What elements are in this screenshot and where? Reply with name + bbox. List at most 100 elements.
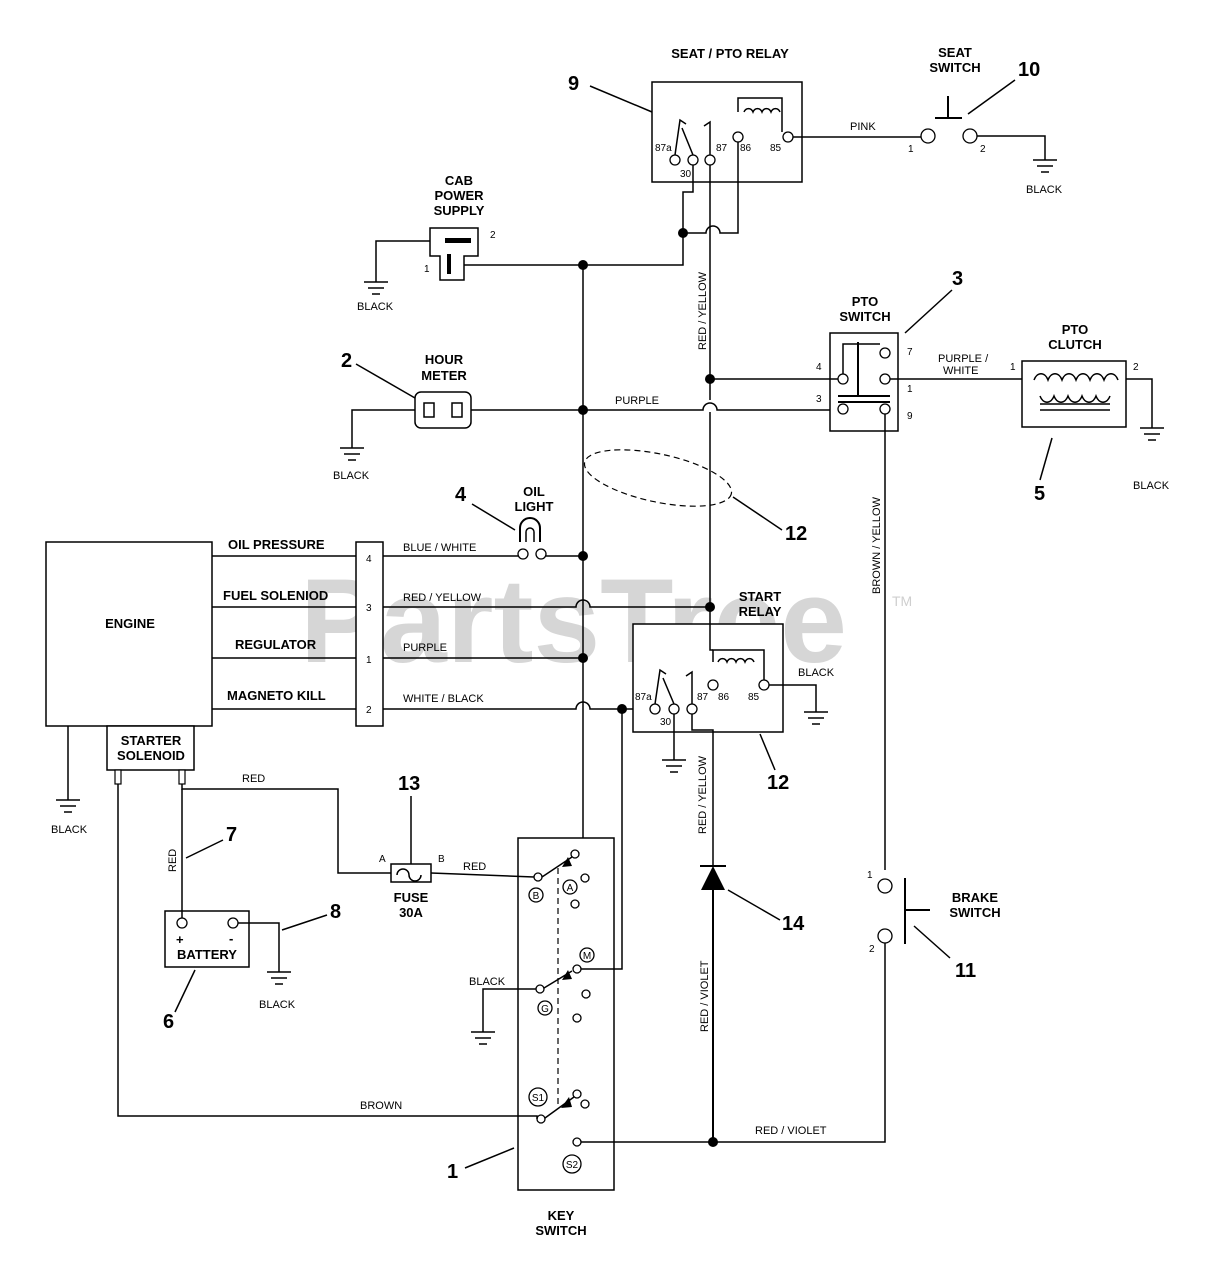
svg-text:RED: RED: [167, 849, 179, 872]
callout-9: 9: [568, 73, 579, 95]
hour-meter: HOUR METER BLACK: [333, 352, 472, 482]
engine-label: ENGINE: [105, 616, 155, 631]
svg-text:30: 30: [660, 717, 672, 728]
cab-power-supply: CAB POWER SUPPLY 2 1 BLACK: [357, 173, 684, 313]
svg-text:OIL: OIL: [523, 484, 545, 499]
svg-text:2: 2: [980, 144, 986, 155]
diode: [700, 865, 726, 890]
svg-text:BLACK: BLACK: [259, 999, 296, 1011]
svg-text:2: 2: [869, 944, 875, 955]
svg-text:PTO: PTO: [1062, 322, 1089, 337]
engine-out-regulator: REGULATOR: [235, 637, 317, 652]
pin-87a: 87a: [655, 143, 672, 154]
svg-text:-: -: [229, 931, 233, 946]
callout-1: 1: [447, 1161, 458, 1183]
svg-text:BLACK: BLACK: [1026, 184, 1063, 196]
wire-purple-white: PURPLE /: [938, 353, 989, 365]
svg-text:87a: 87a: [635, 692, 652, 703]
oil-light: OIL LIGHT: [515, 484, 554, 560]
svg-text:86: 86: [718, 692, 730, 703]
wire-blue-white: BLUE / WHITE: [403, 542, 476, 554]
engine: ENGINE STARTER SOLENOID BLACK: [45, 541, 213, 836]
callout-11: 11: [955, 960, 976, 982]
svg-text:4: 4: [816, 362, 822, 373]
wire-purple: PURPLE: [615, 395, 659, 407]
svg-text:FUSE: FUSE: [394, 890, 429, 905]
key-switch: KEY SWITCH A B M G S1 S2: [517, 837, 615, 1238]
svg-text:30A: 30A: [399, 905, 423, 920]
start-relay: START RELAY 87a 30 87 86 85: [632, 589, 784, 733]
svg-text:1: 1: [366, 655, 372, 666]
brake-switch: 1 2 BRAKE SWITCH: [867, 870, 1001, 955]
svg-text:CLUTCH: CLUTCH: [1048, 337, 1101, 352]
svg-text:RED / VIOLET: RED / VIOLET: [755, 1125, 827, 1137]
pin-30: 30: [680, 169, 692, 180]
callout-2: 2: [341, 350, 352, 372]
svg-text:POWER: POWER: [434, 188, 484, 203]
svg-text:A: A: [379, 854, 386, 865]
svg-text:PTO: PTO: [852, 294, 879, 309]
pin-87: 87: [716, 143, 728, 154]
engine-connector: [355, 541, 384, 727]
callout-4: 4: [455, 484, 467, 506]
pto-clutch: PTO CLUTCH 1 2 BLACK: [1010, 322, 1170, 492]
svg-text:4: 4: [366, 554, 372, 565]
pin-86: 86: [740, 143, 752, 154]
svg-text:B: B: [438, 854, 445, 865]
seat-switch: SEAT SWITCH 1 2 PINK BLACK: [793, 45, 1063, 196]
svg-text:SWITCH: SWITCH: [839, 309, 890, 324]
svg-text:2: 2: [1133, 362, 1139, 373]
svg-text:RELAY: RELAY: [739, 604, 782, 619]
svg-text:BRAKE: BRAKE: [952, 890, 999, 905]
harness-ellipse: [583, 449, 733, 507]
svg-text:RED: RED: [242, 773, 265, 785]
callout-6: 6: [163, 1011, 174, 1033]
svg-text:85: 85: [748, 692, 760, 703]
svg-text:1: 1: [1010, 362, 1016, 373]
svg-text:7: 7: [907, 347, 913, 358]
svg-text:WHITE: WHITE: [943, 365, 978, 377]
svg-text:BLACK: BLACK: [333, 470, 370, 482]
svg-text:S1: S1: [532, 1093, 545, 1104]
svg-text:START: START: [739, 589, 781, 604]
svg-text:G: G: [541, 1004, 549, 1015]
callout-13: 13: [398, 773, 420, 795]
callout-12-top: 12: [785, 523, 807, 545]
battery: + - BATTERY: [164, 910, 250, 968]
svg-text:1: 1: [907, 384, 913, 395]
wire-red-yellow-vertical: RED / YELLOW: [697, 271, 709, 350]
starter-solenoid-label: STARTER: [121, 733, 182, 748]
svg-text:BLACK: BLACK: [357, 301, 394, 313]
svg-text:RED / YELLOW: RED / YELLOW: [403, 592, 482, 604]
svg-text:3: 3: [816, 394, 822, 405]
wire-brown-yellow: BROWN / YELLOW: [871, 496, 883, 594]
callout-10: 10: [1018, 59, 1040, 81]
svg-text:LIGHT: LIGHT: [515, 499, 554, 514]
svg-text:+: +: [176, 932, 184, 947]
svg-text:87: 87: [697, 692, 709, 703]
svg-text:RED / YELLOW: RED / YELLOW: [697, 755, 709, 834]
watermark-tm: TM: [892, 593, 912, 609]
engine-out-oil-pressure: OIL PRESSURE: [228, 537, 325, 552]
engine-out-magneto-kill: MAGNETO KILL: [227, 688, 326, 703]
svg-text:3: 3: [366, 603, 372, 614]
svg-text:SEAT: SEAT: [938, 45, 972, 60]
wire-pink: PINK: [850, 121, 876, 133]
svg-text:BLACK: BLACK: [469, 976, 506, 988]
svg-text:HOUR: HOUR: [425, 352, 464, 367]
svg-text:A: A: [567, 883, 574, 894]
svg-text:BATTERY: BATTERY: [177, 947, 237, 962]
callout-3: 3: [952, 268, 963, 290]
svg-text:SWITCH: SWITCH: [949, 905, 1000, 920]
svg-text:BLACK: BLACK: [798, 667, 835, 679]
callout-14: 14: [782, 913, 805, 935]
svg-text:B: B: [533, 891, 540, 902]
wire-white-black: WHITE / BLACK: [403, 693, 484, 705]
callout-7: 7: [226, 824, 237, 846]
svg-text:CAB: CAB: [445, 173, 473, 188]
svg-text:2: 2: [490, 230, 496, 241]
svg-text:METER: METER: [421, 368, 467, 383]
svg-text:2: 2: [366, 705, 372, 716]
